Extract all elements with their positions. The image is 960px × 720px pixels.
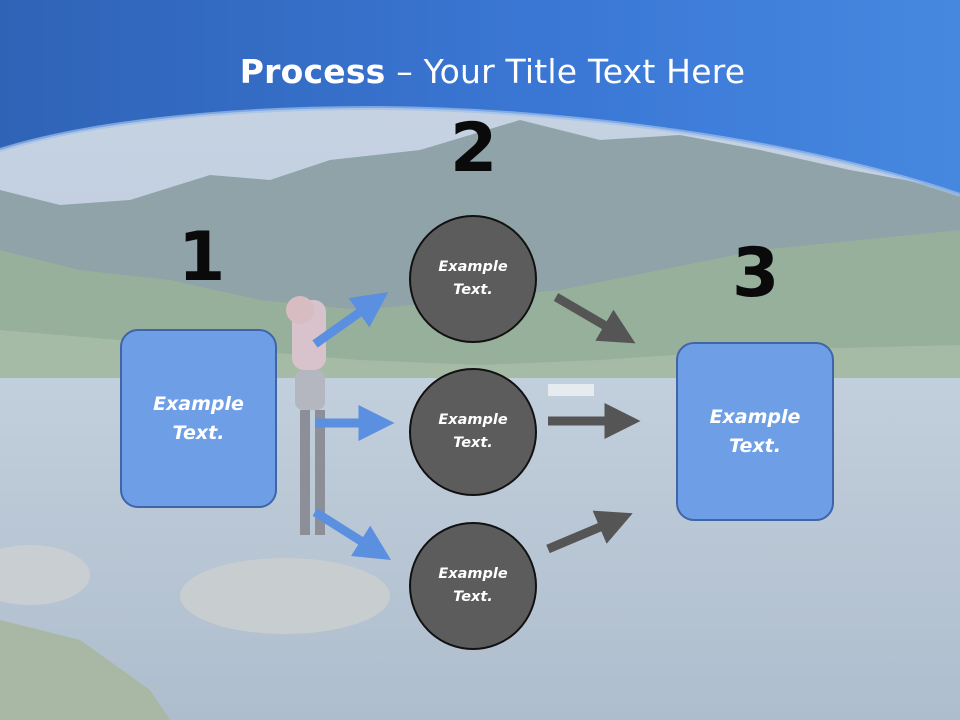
step-1-box: Example Text. [120,329,277,508]
step-2-circle-top-text: Example Text. [438,259,508,298]
step-number-1: 1 [178,218,226,297]
step-2-circle-bottom: Example Text. [409,522,537,650]
step-number-2: 2 [450,109,498,188]
step-2-circle-top: Example Text. [409,215,537,343]
step-3-box: Example Text. [676,342,834,521]
slide-title: Process – Your Title Text Here [0,52,960,91]
step-2-circle-bottom-text: Example Text. [438,566,508,605]
step-2-circle-middle-text: Example Text. [438,412,508,451]
title-bold-part: Process [239,52,386,91]
step-2-circle-middle: Example Text. [409,368,537,496]
step-1-box-text: Example Text. [153,392,244,444]
title-rest-part: – Your Title Text Here [385,52,746,91]
step-number-3: 3 [732,234,780,313]
step-3-box-text: Example Text. [709,405,801,457]
